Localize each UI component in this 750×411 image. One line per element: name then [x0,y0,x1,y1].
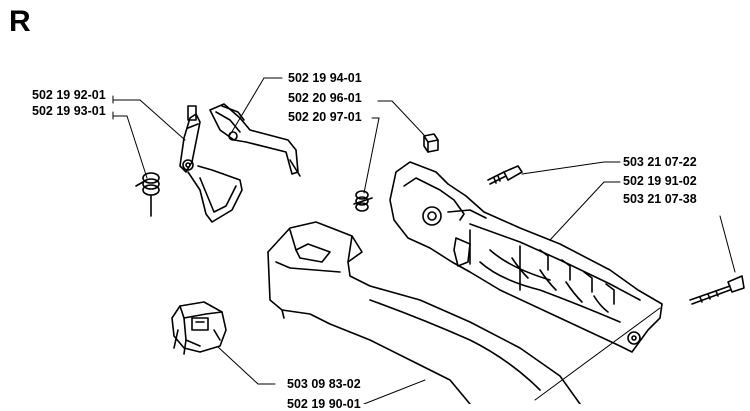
part-label-503-21-07-38: 503 21 07-38 [623,192,697,206]
screw-503-21-07-38 [689,275,745,305]
part-label-502-19-94-01: 502 19 94-01 [288,71,362,85]
part-label-502-19-91-02: 502 19 91-02 [623,174,697,188]
section-letter: R [9,5,31,38]
handle-half-right [389,161,663,353]
part-label-502-19-92-01: 502 19 92-01 [32,88,106,102]
throttle-trigger [179,113,243,223]
part-label-502-19-90-01: 502 19 90-01 [287,397,361,411]
trigger-spring [135,172,160,217]
part-label-503-21-07-22: 503 21 07-22 [623,155,697,169]
part-label-502-20-97-01: 502 20 97-01 [288,110,362,124]
leader-lines [112,77,736,405]
throttle-trigger-parts [135,103,301,223]
throttle-lock-lever [209,103,301,177]
small-block-part [423,133,439,153]
screw-503-21-07-22 [487,165,523,185]
clip [187,105,197,121]
handle-housing-main [267,221,581,405]
stop-switch [171,301,227,355]
part-label-502-20-96-01: 502 20 96-01 [288,91,362,105]
part-label-502-19-93-01: 502 19 93-01 [32,104,106,118]
part-label-503-09-83-02: 503 09 83-02 [287,377,361,391]
small-spring [353,190,373,212]
